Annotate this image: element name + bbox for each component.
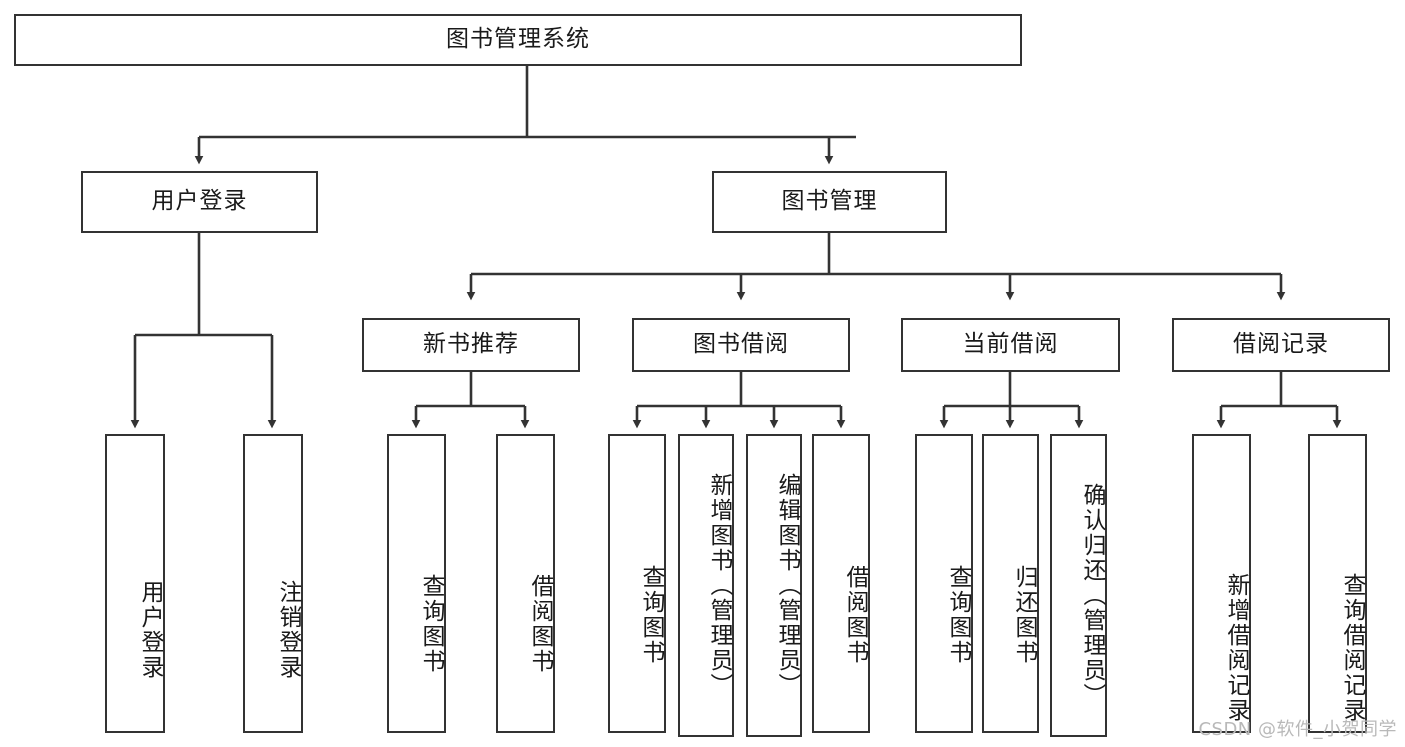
leaf-user-login[interactable]: 用户登录	[105, 434, 165, 733]
leaf-confirm-return-admin[interactable]: 确认归还（管理员）	[1050, 434, 1107, 737]
leaf-query-borrow-record-label: 查询借阅记录	[1339, 572, 1365, 723]
csdn-watermark: CSDN @软件_小贺同学	[1198, 719, 1397, 740]
leaf-add-borrow-record[interactable]: 新增借阅记录	[1192, 434, 1251, 733]
leaf-borrow-book-newbook[interactable]: 借阅图书	[496, 434, 555, 733]
leaf-confirm-return-admin-label: 确认归还（管理员）	[1079, 483, 1105, 708]
leaf-edit-book-admin[interactable]: 编辑图书（管理员）	[746, 434, 802, 737]
node-current-borrow[interactable]: 当前借阅	[901, 318, 1120, 372]
node-user-login-label: 用户登录	[151, 188, 248, 215]
leaf-query-borrow-record[interactable]: 查询借阅记录	[1308, 434, 1367, 733]
leaf-query-book-current-label: 查询图书	[945, 564, 971, 665]
node-book-borrow[interactable]: 图书借阅	[632, 318, 850, 372]
leaf-edit-book-admin-label: 编辑图书（管理员）	[774, 473, 800, 698]
node-book-management[interactable]: 图书管理	[712, 171, 947, 233]
leaf-query-book-newbook[interactable]: 查询图书	[387, 434, 446, 733]
leaf-logout-login[interactable]: 注销登录	[243, 434, 303, 733]
leaf-user-login-label: 用户登录	[137, 579, 163, 680]
leaf-return-book[interactable]: 归还图书	[982, 434, 1039, 733]
leaf-logout-login-label: 注销登录	[275, 579, 301, 680]
node-root-label: 图书管理系统	[446, 26, 590, 53]
leaf-add-borrow-record-label: 新增借阅记录	[1223, 572, 1249, 723]
node-book-management-label: 图书管理	[781, 188, 878, 215]
leaf-borrow-book-borrow[interactable]: 借阅图书	[812, 434, 870, 733]
leaf-query-book-borrow-label: 查询图书	[638, 564, 664, 665]
node-new-book-recommend[interactable]: 新书推荐	[362, 318, 580, 372]
node-new-book-recommend-label: 新书推荐	[423, 331, 519, 358]
node-book-borrow-label: 图书借阅	[693, 331, 789, 358]
node-borrow-record-label: 借阅记录	[1233, 331, 1329, 358]
node-current-borrow-label: 当前借阅	[962, 331, 1059, 358]
leaf-add-book-admin-label: 新增图书（管理员）	[706, 473, 732, 698]
leaf-query-book-newbook-label: 查询图书	[418, 573, 444, 674]
leaf-borrow-book-borrow-label: 借阅图书	[842, 564, 868, 665]
leaf-query-book-current[interactable]: 查询图书	[915, 434, 973, 733]
node-root[interactable]: 图书管理系统	[14, 14, 1022, 66]
leaf-borrow-book-newbook-label: 借阅图书	[527, 573, 553, 674]
leaf-query-book-borrow[interactable]: 查询图书	[608, 434, 666, 733]
node-borrow-record[interactable]: 借阅记录	[1172, 318, 1390, 372]
node-user-login[interactable]: 用户登录	[81, 171, 318, 233]
leaf-return-book-label: 归还图书	[1011, 564, 1037, 665]
leaf-add-book-admin[interactable]: 新增图书（管理员）	[678, 434, 734, 737]
